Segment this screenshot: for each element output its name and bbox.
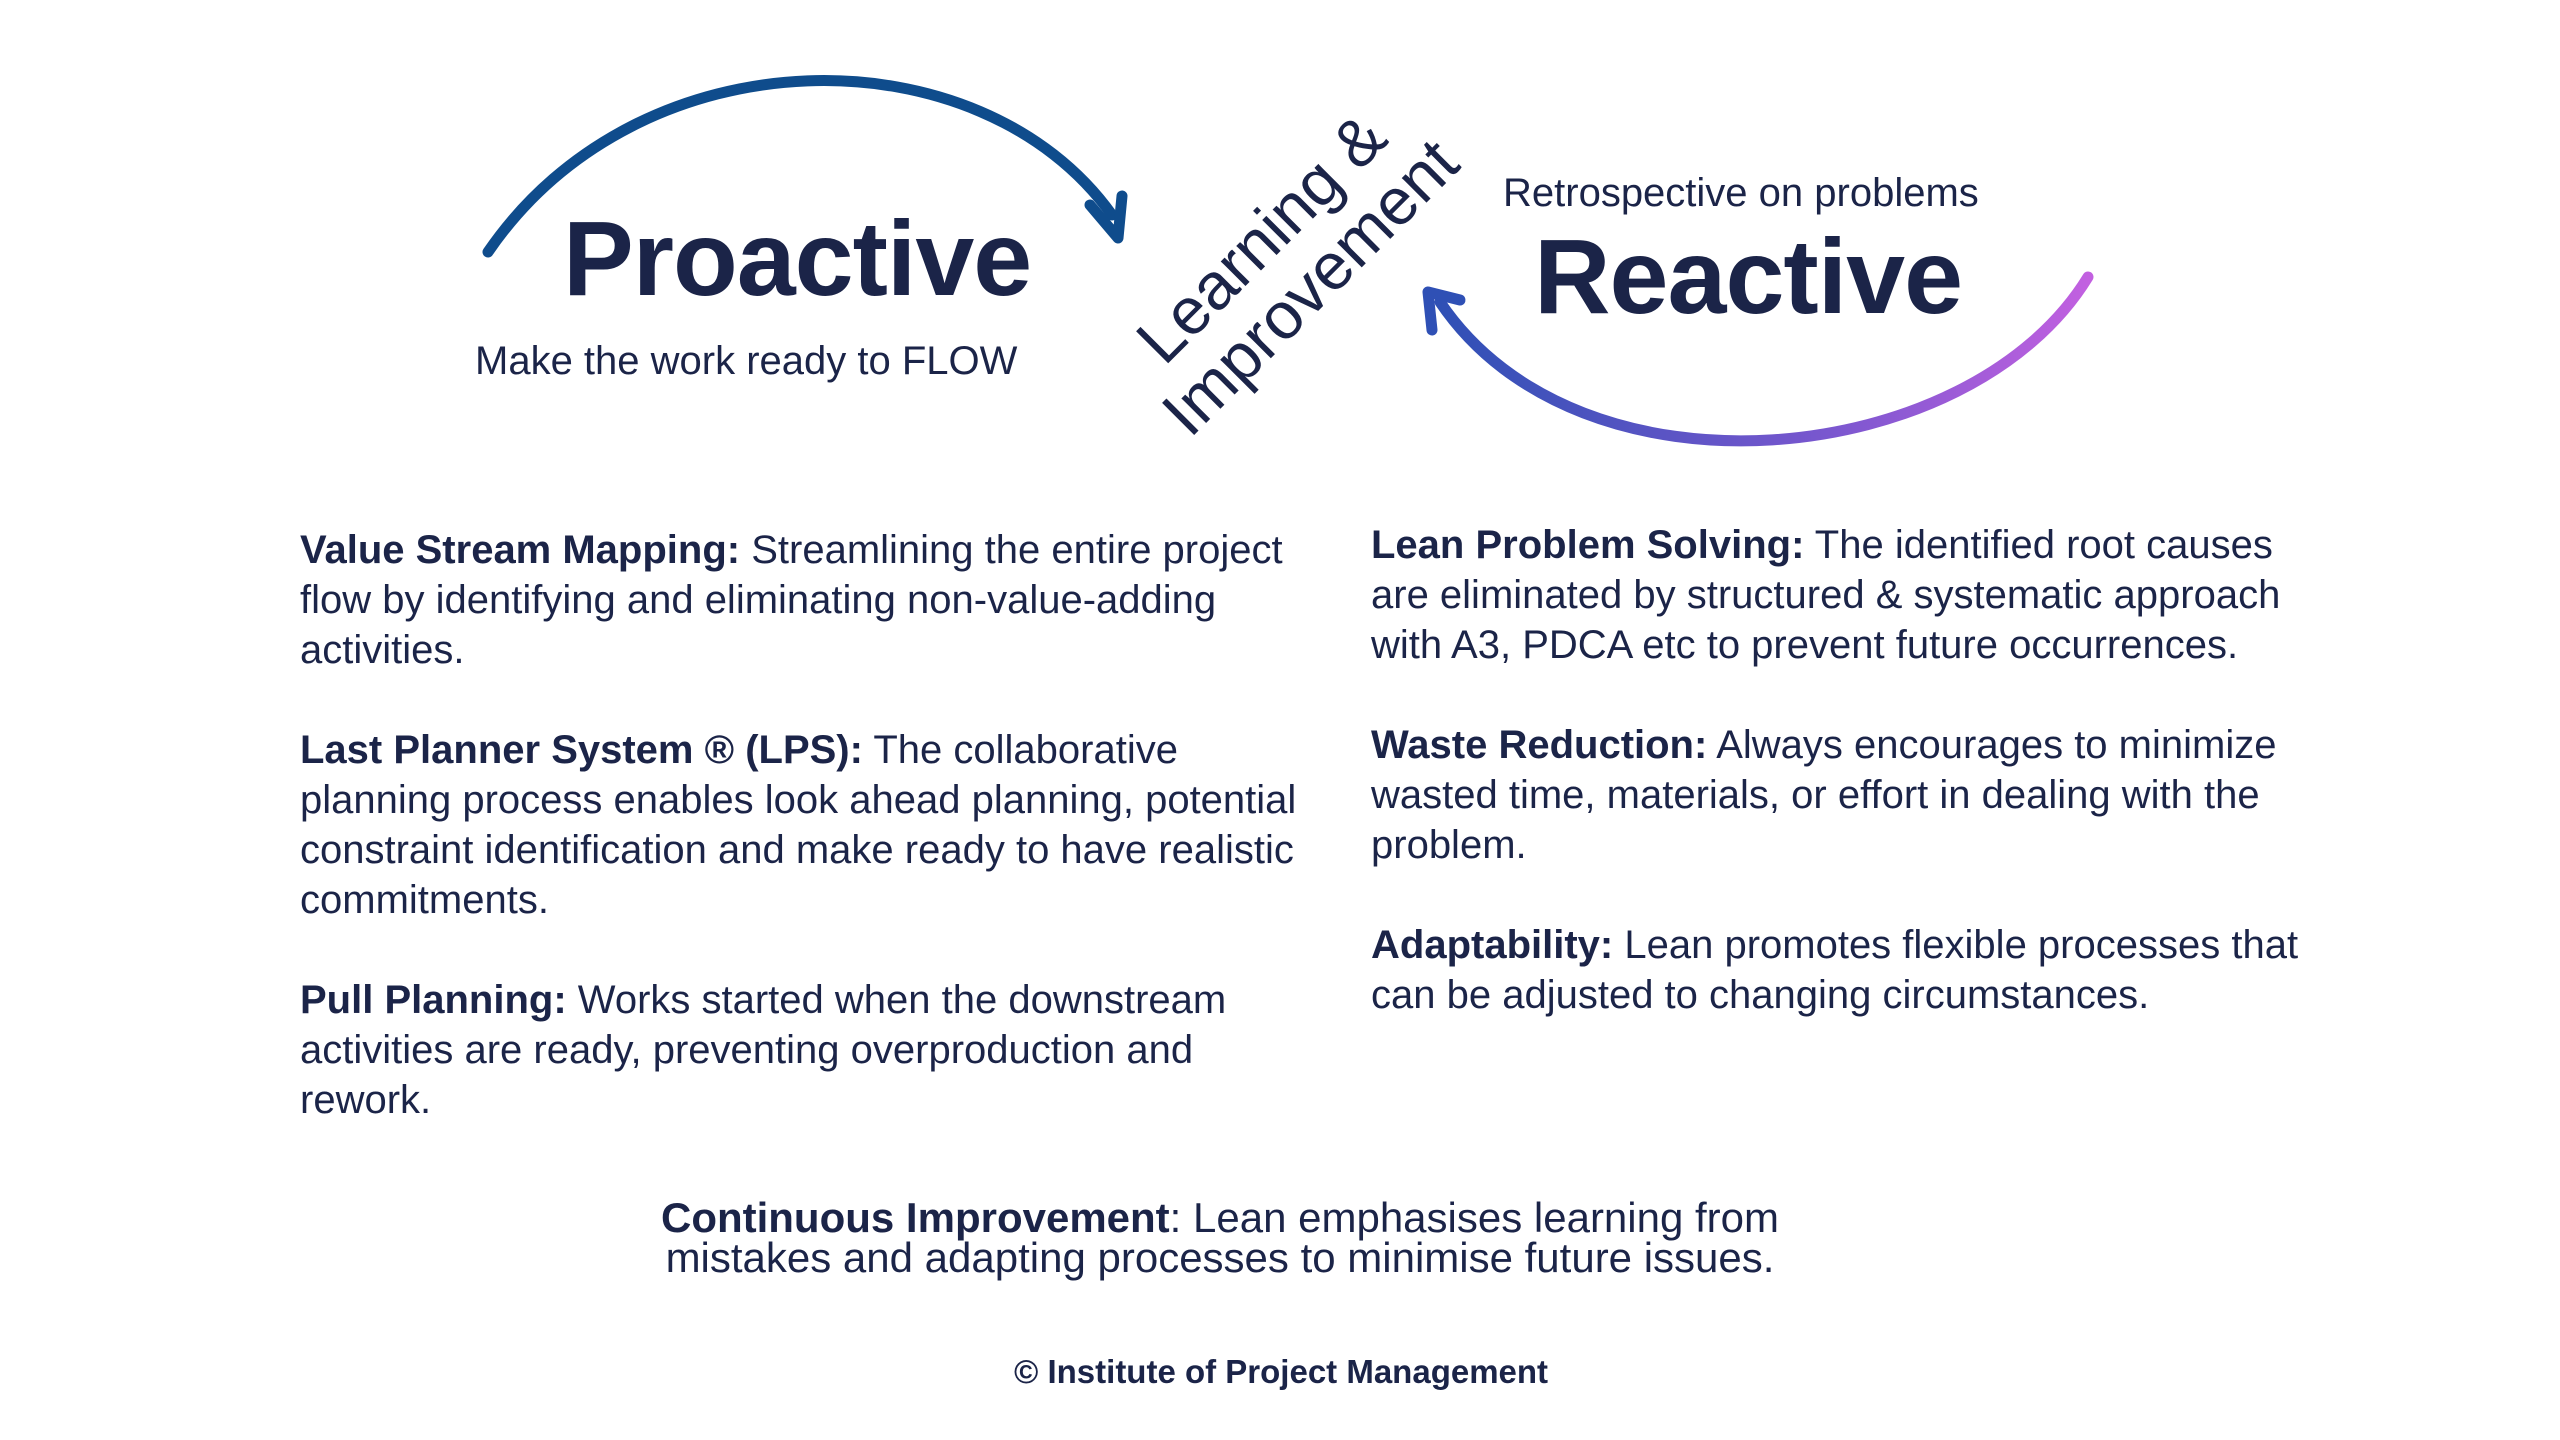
proactive-arc	[482, 75, 1118, 258]
list-item: Last Planner System ® (LPS): The collabo…	[300, 728, 1297, 922]
list-item: Adaptability: Lean promotes flexible pro…	[1371, 923, 2299, 1017]
reactive-arrowhead	[1422, 286, 1466, 336]
proactive-items: Value Stream Mapping: Streamlining the e…	[300, 525, 1300, 1175]
proactive-subtitle: Make the work ready to FLOW	[475, 339, 1018, 383]
reactive-arc	[1434, 271, 2094, 447]
list-item: Waste Reduction: Always encourages to mi…	[1371, 723, 2277, 867]
reactive-title: Reactive	[1534, 218, 1963, 336]
continuous-improvement: Continuous Improvement: Lean emphasises …	[660, 1194, 1779, 1281]
reactive-items: Lean Problem Solving: The identified roo…	[1371, 520, 2331, 1070]
list-item: Pull Planning: Works started when the do…	[300, 978, 1227, 1122]
list-item: Value Stream Mapping: Streamlining the e…	[300, 528, 1283, 672]
list-item: Lean Problem Solving: The identified roo…	[1371, 523, 2281, 667]
proactive-arrowhead	[1084, 190, 1128, 244]
reactive-subtitle: Retrospective on problems	[1503, 171, 1979, 215]
copyright-footer: © Institute of Project Management	[1014, 1353, 1549, 1390]
proactive-title: Proactive	[563, 200, 1032, 318]
